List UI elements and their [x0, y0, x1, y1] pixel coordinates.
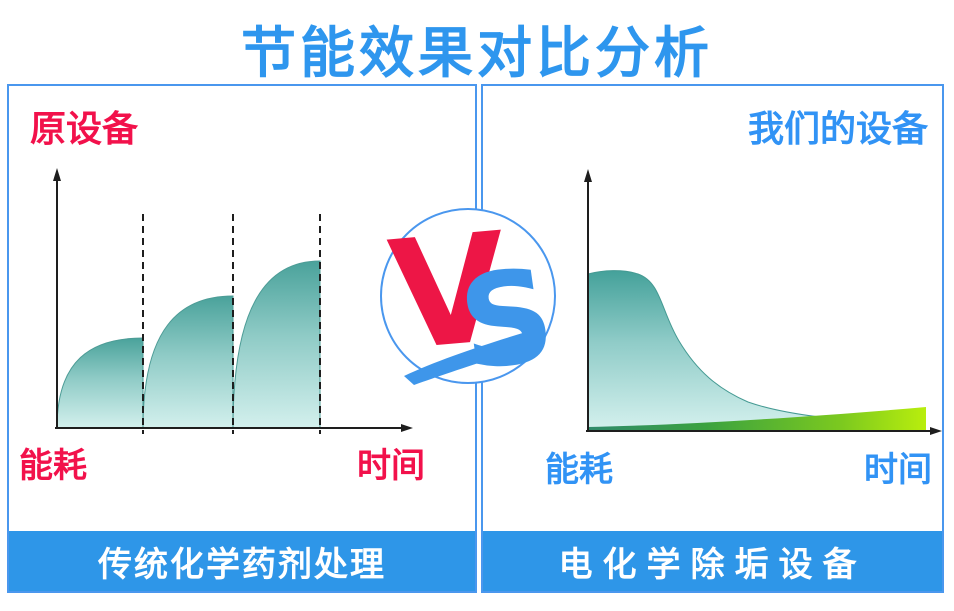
- left-hump-3: [232, 260, 321, 429]
- vs-badge-graphic: V S: [380, 201, 563, 401]
- vs-letter-s: S: [451, 240, 560, 388]
- left-x-axis-label: 时间: [357, 447, 425, 485]
- right-caption-banner: 电化学除垢设备: [483, 531, 942, 591]
- left-y-axis-arrow: [53, 168, 61, 181]
- green-wedge: [588, 407, 926, 431]
- left-hump-2: [142, 295, 234, 429]
- right-chart: [584, 169, 942, 435]
- left-caption-banner: 传统化学药剂处理: [9, 531, 475, 591]
- right-panel: 我们的设备 能耗 时间 电化学除垢设备: [481, 84, 944, 593]
- right-y-axis-arrow: [584, 169, 592, 182]
- left-hump-1: [56, 337, 144, 429]
- vs-swoosh: [404, 332, 533, 385]
- left-chart: [53, 168, 413, 434]
- decay-curve: [587, 270, 921, 432]
- left-y-axis-label: 能耗: [19, 447, 87, 485]
- page-title: 节能效果对比分析: [240, 22, 713, 84]
- right-device-label: 我们的设备: [747, 108, 928, 149]
- left-device-label: 原设备: [30, 108, 139, 149]
- left-x-axis-arrow: [401, 424, 413, 432]
- vs-badge: V S: [376, 201, 563, 401]
- right-x-axis-label: 时间: [864, 451, 932, 489]
- right-y-axis-label: 能耗: [545, 451, 613, 489]
- right-x-axis-arrow: [930, 427, 942, 435]
